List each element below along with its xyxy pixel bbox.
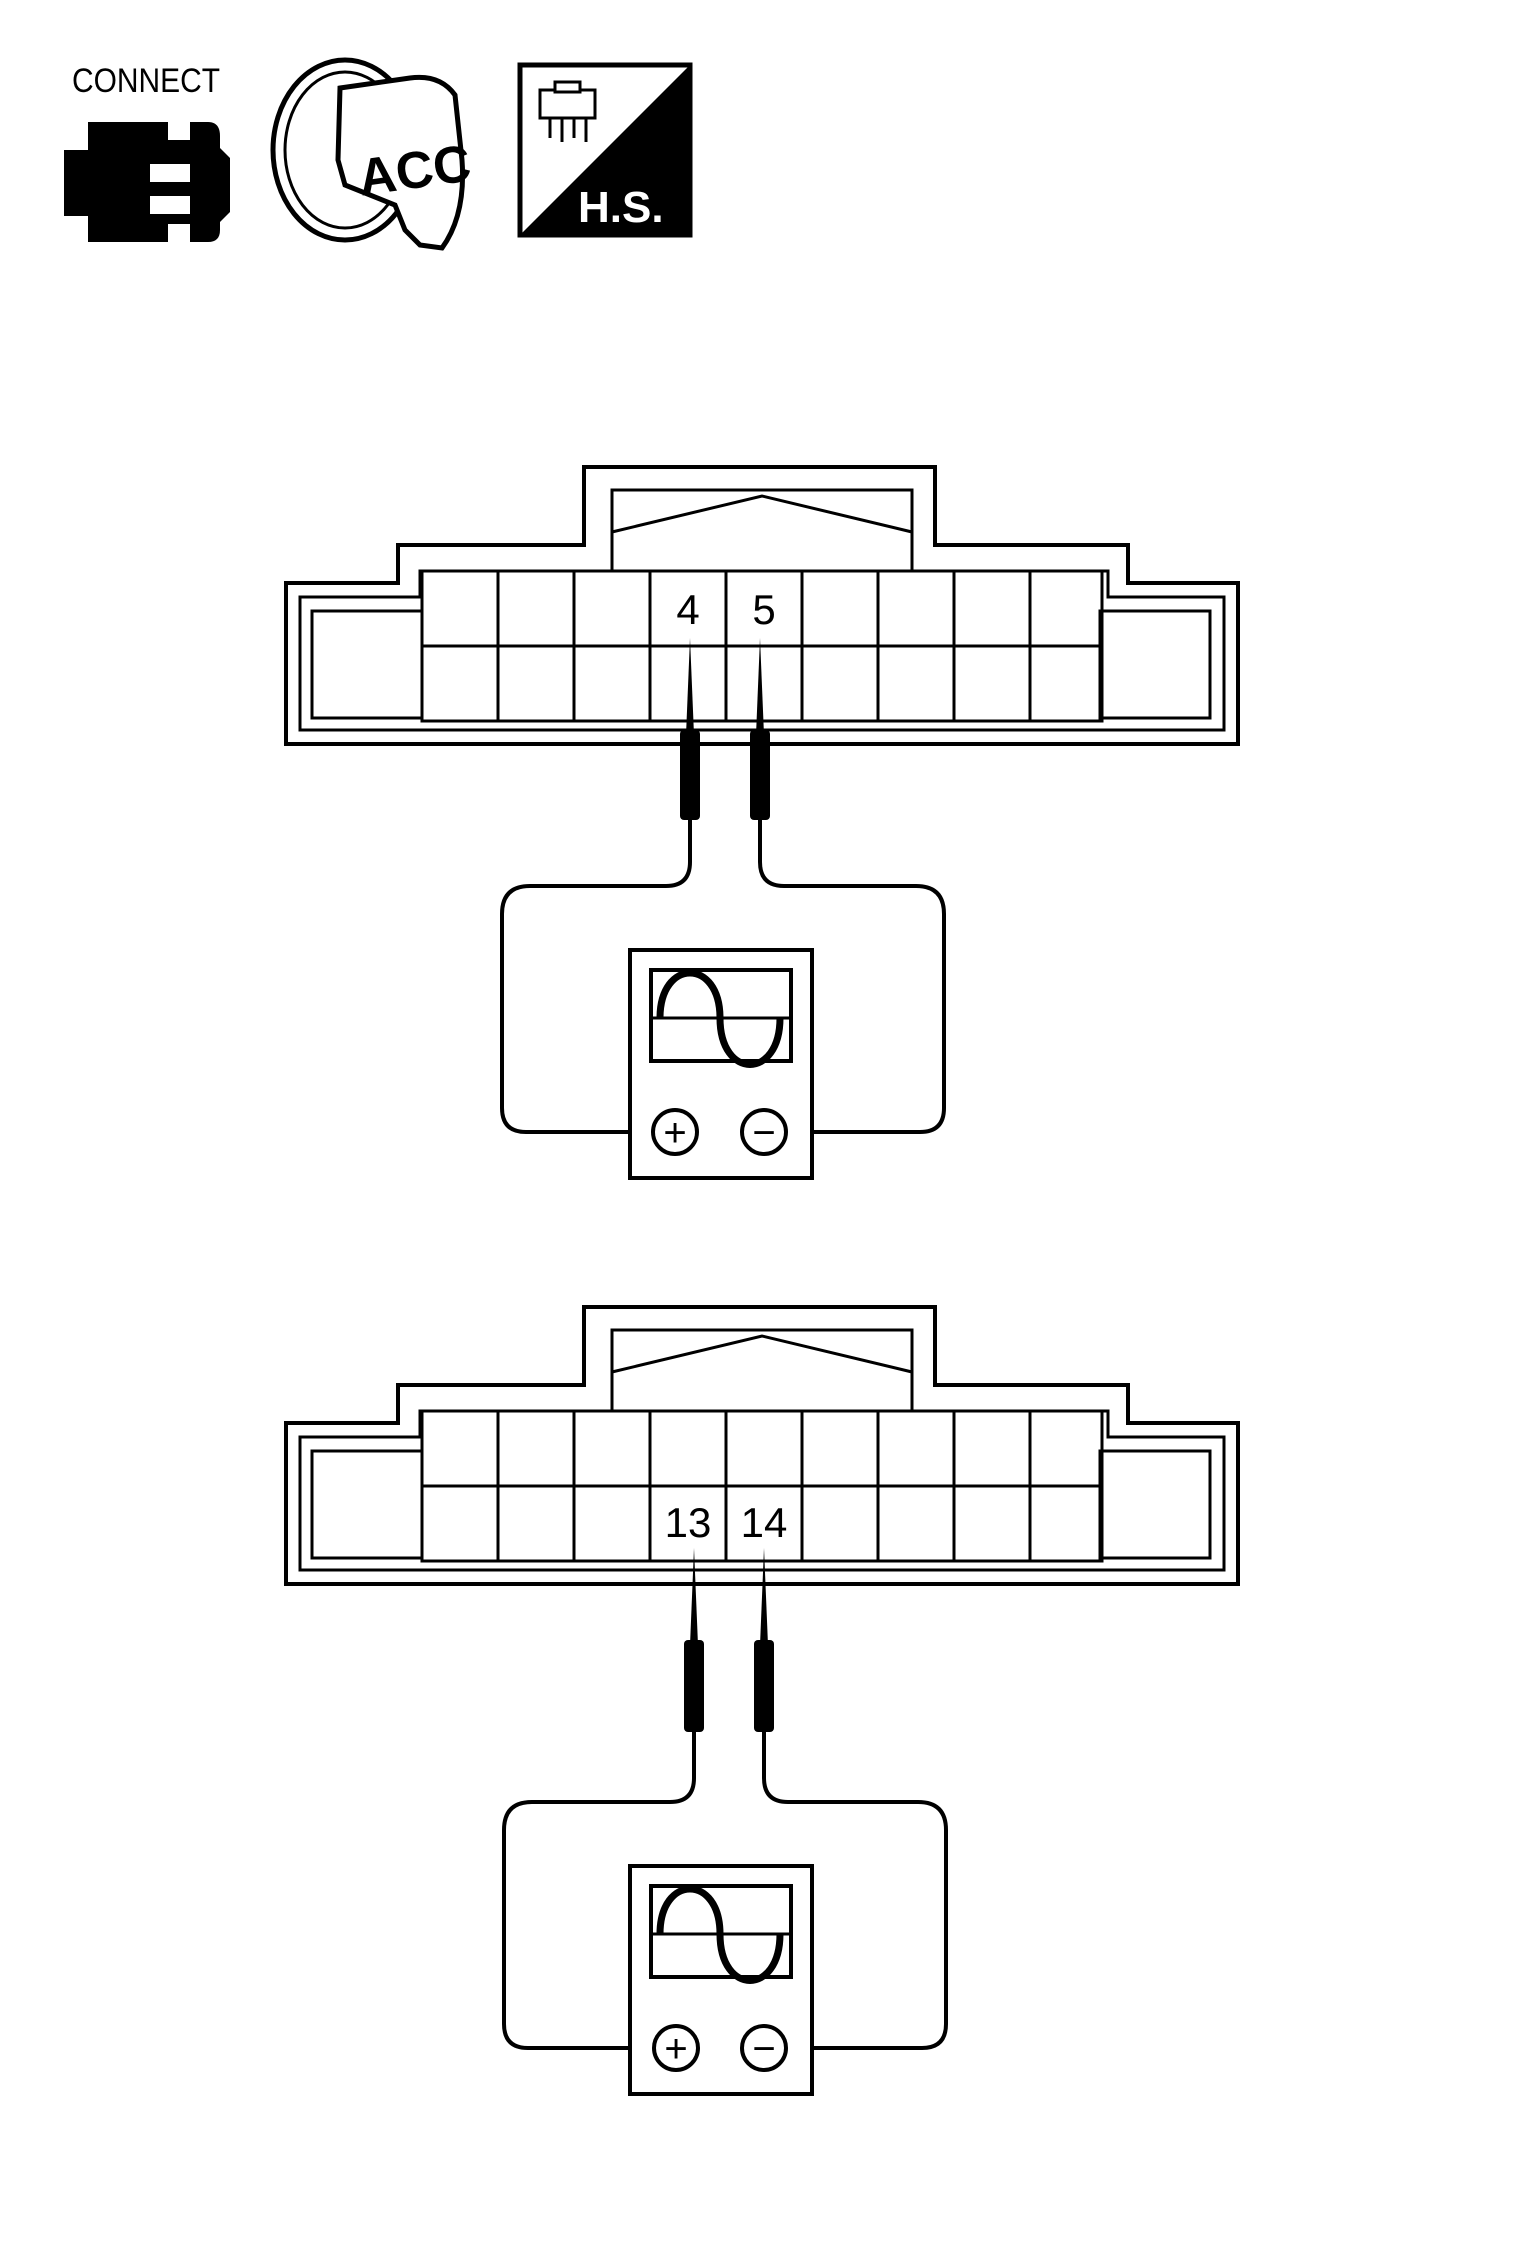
pin-label-4: 4 [676, 586, 699, 633]
terminal-negative-top: − [740, 1108, 788, 1156]
pin-label-13: 13 [665, 1499, 712, 1546]
connector-bottom-end-right [1098, 1449, 1212, 1560]
terminal-positive-bottom: + [652, 2024, 700, 2072]
connector-bottom-end-left [310, 1449, 424, 1560]
connector-bottom-cavities [420, 1409, 1104, 1563]
sine-wave-icon [656, 969, 784, 1068]
connect-icon: CONNECT [64, 62, 230, 242]
connect-label: CONNECT [72, 62, 220, 100]
connector-bottom: 13 14 [284, 1305, 1240, 1586]
harness-side-icon: H.S. [517, 62, 693, 238]
terminal-negative-bottom-symbol: − [752, 2027, 775, 2071]
probes-top [680, 638, 770, 820]
leads-bottom [502, 1732, 948, 2050]
harness-connector-icon [538, 80, 597, 142]
ignition-acc-icon: ACC [270, 57, 474, 251]
pin-label-14: 14 [741, 1499, 788, 1546]
oscilloscope-top: + − [628, 948, 814, 1180]
connector-top-outer [284, 465, 1240, 746]
connector-top-end-right [1098, 609, 1212, 720]
terminal-positive-top: + [651, 1108, 699, 1156]
connector-top-latch [610, 488, 914, 573]
oscilloscope-bottom: + − [628, 1864, 814, 2096]
terminal-negative-top-symbol: − [752, 1111, 775, 1155]
leads-top [500, 820, 946, 1134]
probe-positive-top [686, 638, 694, 735]
connector-bottom-outer [284, 1305, 1240, 1586]
sine-wave-icon [656, 1885, 784, 1984]
probes-bottom [684, 1548, 774, 1732]
connector-top-end-left [310, 609, 424, 720]
connector-bottom-latch [610, 1328, 914, 1413]
terminal-positive-top-symbol: + [663, 1111, 686, 1155]
pin-label-5: 5 [752, 586, 775, 633]
terminal-positive-bottom-symbol: + [664, 2027, 687, 2071]
terminal-negative-bottom: − [740, 2024, 788, 2072]
probe-negative-bottom [760, 1548, 768, 1645]
probe-negative-top [756, 638, 764, 735]
connector-top: 4 5 [284, 465, 1240, 746]
probe-positive-bottom [690, 1548, 698, 1645]
harness-side-label: H.S. [578, 183, 664, 232]
